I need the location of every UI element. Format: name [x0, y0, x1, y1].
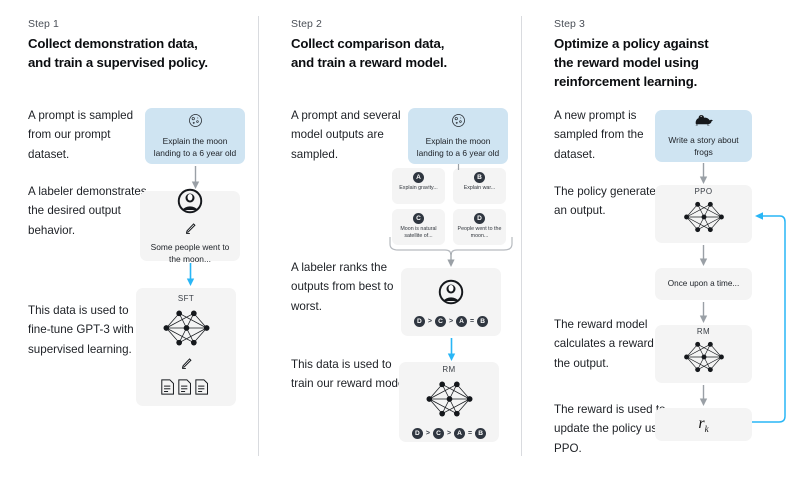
step-1-sft-card[interactable]: SFT — [136, 288, 236, 406]
step-2-rm-card[interactable]: RM — [399, 362, 499, 442]
step-2-option-b[interactable]: B Explain war... — [453, 168, 506, 204]
step-3-paragraph-2: The policy generates an output. — [554, 185, 662, 218]
option-badge-b: B — [474, 172, 485, 183]
step-3-paragraph-1: A new prompt is sampled from the dataset… — [554, 109, 644, 161]
step-3-label: Step 3 — [554, 18, 585, 30]
step-1-label: Step 1 — [28, 18, 59, 30]
column-divider-2 — [521, 16, 522, 456]
reward-subscript: k — [704, 424, 709, 435]
step-3-arrow-output-to-rm — [699, 302, 708, 324]
step-2-rm-tag: RM — [442, 365, 456, 374]
step-2-rm-ranking: D > C > A = B — [411, 428, 487, 439]
step-2-label: Step 2 — [291, 18, 322, 30]
step-2-title: Collect comparison data, and train a rew… — [291, 36, 448, 71]
step-2-option-c[interactable]: C Moon is natural satellite of... — [392, 209, 445, 245]
rm-rank-badge-c: C — [432, 428, 444, 439]
step-2-arrow-prompt-to-options — [454, 164, 463, 171]
step-3-ppo-card[interactable]: PPO — [655, 185, 752, 243]
step-3-arrow-rm-to-reward — [699, 385, 708, 407]
person-icon — [436, 277, 466, 312]
rm-rank-op-1: > — [425, 430, 430, 437]
step-1-prompt-text: Explain the moon landing to a 6 year old — [153, 135, 237, 158]
step-2-brace-arrow — [387, 236, 517, 268]
step-3-paragraph-3: The reward model calculates a reward for… — [554, 318, 671, 370]
step-1-title: Collect demonstration data, and train a … — [28, 36, 208, 71]
neural-network-icon — [422, 377, 477, 426]
rm-rank-op-2: > — [446, 430, 452, 437]
step-1-column: Step 1 Collect demonstration data, and t… — [0, 0, 263, 479]
step-2-arrow-labeler-to-rm — [447, 338, 456, 362]
neural-network-icon — [159, 306, 214, 355]
step-3-feedback-loop-arrow — [750, 208, 788, 430]
step-2-prompt-card[interactable]: Explain the moon landing to a 6 year old — [408, 108, 508, 164]
neural-network-icon — [679, 198, 729, 241]
step-2-paragraph-1: A prompt and several model outputs are s… — [291, 109, 401, 161]
option-text-b: Explain war... — [463, 185, 496, 191]
step-3-paragraph-4: The reward is used to update the policy … — [554, 403, 673, 455]
documents-icon — [160, 378, 212, 401]
rank-op-3: = — [470, 318, 475, 325]
step-3-output-text: Once upon a time... — [667, 279, 740, 289]
rank-badge-a: A — [456, 316, 468, 327]
step-3-column: Step 3 Optimize a policy against the rew… — [526, 0, 788, 479]
step-3-output-card[interactable]: Once upon a time... — [655, 268, 752, 300]
step-1-labeler-text: Some people went to the moon... — [150, 242, 230, 264]
step-1-sft-tag: SFT — [177, 293, 195, 303]
step-1-arrow-prompt-to-labeler — [191, 166, 200, 190]
step-1-arrow-labeler-to-sft — [186, 263, 195, 287]
neural-network-icon — [679, 338, 729, 381]
step-2-options-grid: A Explain gravity... B Explain war... C … — [392, 168, 512, 245]
option-badge-c: C — [413, 213, 424, 224]
rank-op-2: > — [448, 318, 454, 325]
step-2-option-a[interactable]: A Explain gravity... — [392, 168, 445, 204]
moon-icon — [451, 113, 466, 133]
step-3-prompt-card[interactable]: Write a story about frogs — [655, 110, 752, 162]
rm-rank-op-3: = — [468, 430, 473, 437]
step-2-option-d[interactable]: D People went to the moon... — [453, 209, 506, 245]
option-text-a: Explain gravity... — [399, 185, 438, 191]
reward-symbol: rk — [698, 414, 709, 435]
step-1-paragraph-3: This data is used to fine-tune GPT-3 wit… — [28, 304, 134, 356]
step-1-paragraph-1: A prompt is sampled from our prompt data… — [28, 109, 134, 161]
pencil-icon — [180, 357, 193, 375]
option-badge-a: A — [413, 172, 424, 183]
option-text-c: Moon is natural satellite of... — [400, 226, 437, 240]
frog-icon — [694, 113, 714, 132]
step-1-paragraph-2: A labeler demonstrates the desired outpu… — [28, 185, 147, 237]
rank-badge-d: D — [413, 316, 425, 327]
step-2-paragraph-2: A labeler ranks the outputs from best to… — [291, 261, 394, 313]
person-icon — [175, 186, 205, 221]
step-1-labeler-card[interactable]: Some people went to the moon... — [140, 188, 240, 264]
column-divider-1 — [258, 16, 259, 456]
step-2-paragraph-3: This data is used to train our reward mo… — [291, 358, 411, 391]
option-badge-d: D — [474, 213, 485, 224]
step-3-rm-tag: RM — [696, 327, 711, 336]
rank-badge-c: C — [434, 316, 446, 327]
step-3-prompt-text: Write a story about frogs — [668, 135, 739, 157]
moon-icon — [188, 113, 203, 133]
step-2-prompt-text: Explain the moon landing to a 6 year old — [416, 135, 500, 158]
pencil-icon — [184, 222, 197, 240]
step-2-labeler-ranking: D > C > A = B — [413, 316, 489, 327]
rm-rank-badge-b: B — [475, 428, 487, 439]
step-3-ppo-tag: PPO — [694, 187, 713, 196]
step-3-rm-card[interactable]: RM — [655, 325, 752, 383]
step-3-reward-card[interactable]: rk — [655, 408, 752, 441]
step-3-arrow-ppo-to-output — [699, 245, 708, 267]
rank-badge-b: B — [477, 316, 489, 327]
rm-rank-badge-a: A — [454, 428, 466, 439]
step-2-column: Step 2 Collect comparison data, and trai… — [263, 0, 526, 479]
step-3-title: Optimize a policy against the reward mod… — [554, 36, 709, 90]
step-2-labeler-card[interactable]: D > C > A = B — [401, 268, 501, 336]
step-3-arrow-prompt-to-ppo — [699, 163, 708, 185]
step-1-prompt-card[interactable]: Explain the moon landing to a 6 year old — [145, 108, 245, 164]
option-text-d: People went to the moon... — [457, 226, 502, 240]
rm-rank-badge-d: D — [411, 428, 423, 439]
rank-op-1: > — [427, 318, 432, 325]
